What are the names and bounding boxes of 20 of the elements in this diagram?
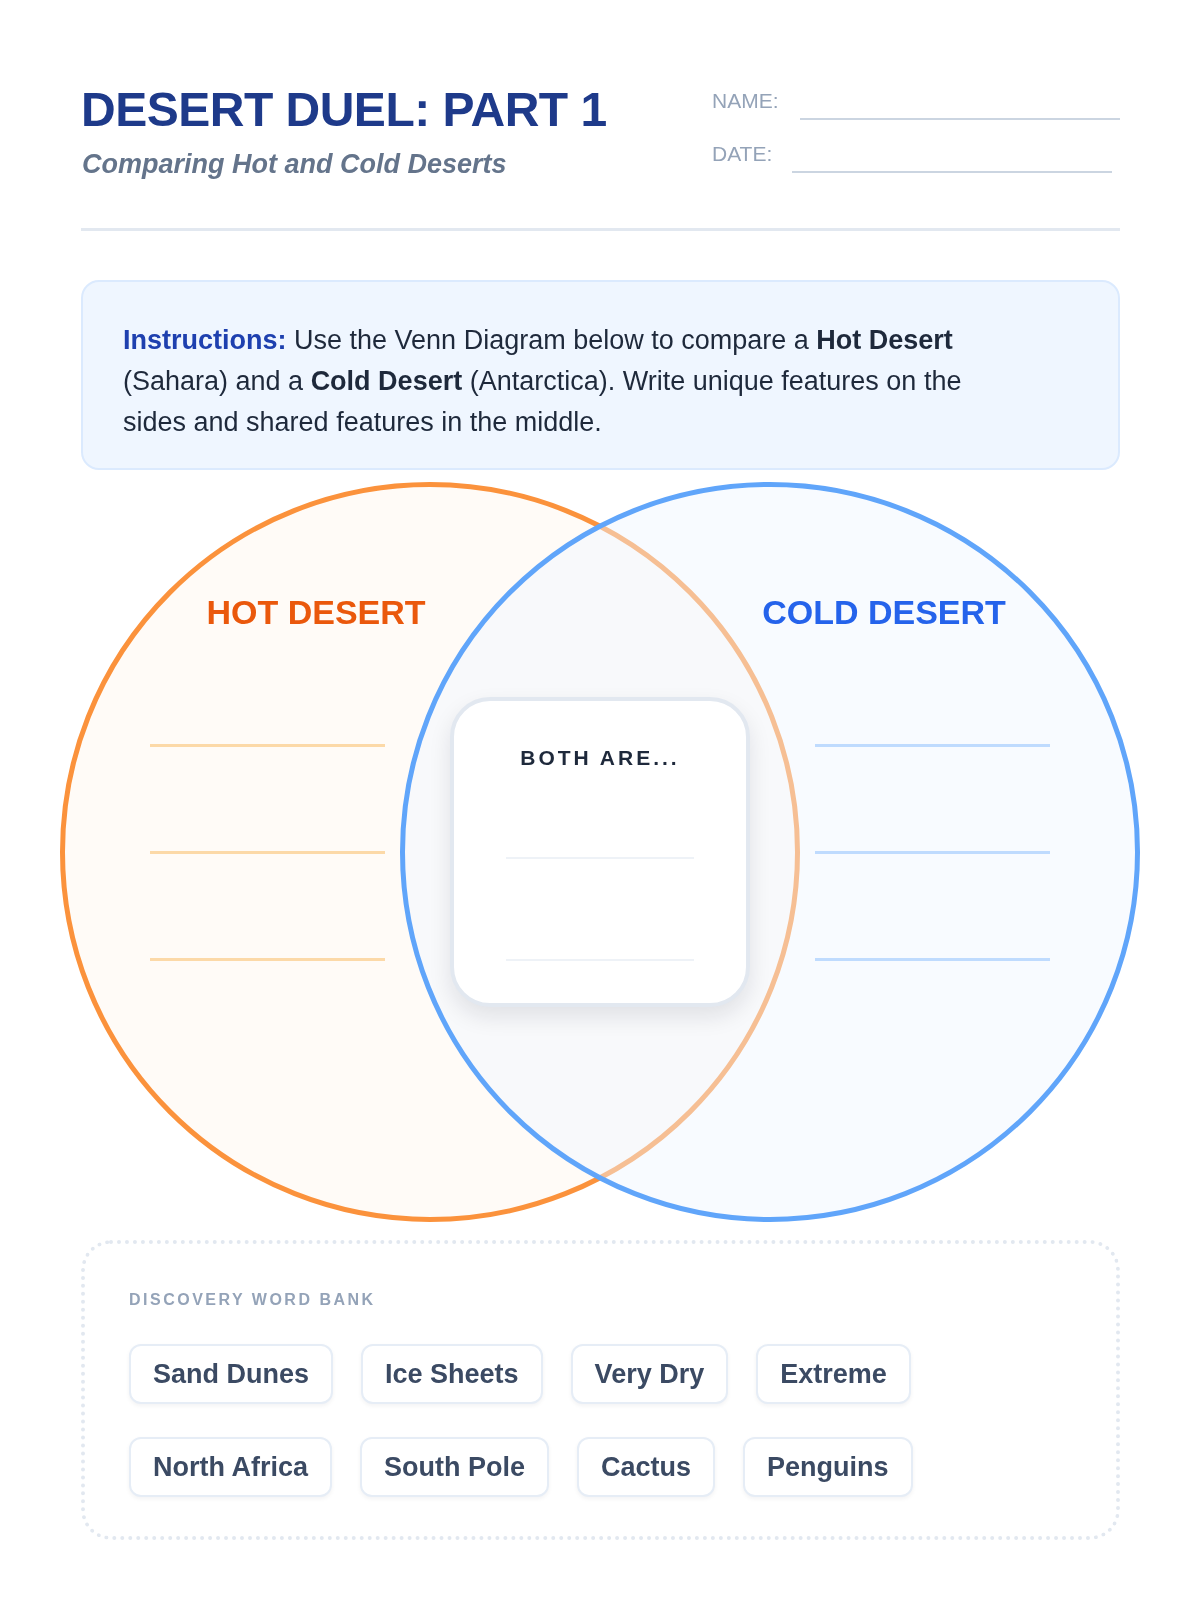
- section-heading: BOTH ARE...: [520, 745, 680, 771]
- instructions-panel: [81, 280, 1120, 470]
- word-tag: Very Dry: [570, 1344, 729, 1404]
- field-label: NAME:: [712, 88, 779, 114]
- field-label: DATE:: [712, 141, 773, 167]
- word-tag: Extreme: [756, 1344, 911, 1404]
- instructions-text: Instructions: Use the Venn Diagram below to compare a Hot Desert (Sahara) and a Cold Desert (Antarctica). Write unique features on the sides and shared features in the middle.: [123, 324, 963, 439]
- word-tag: Cactus: [577, 1437, 716, 1497]
- word-tag: South Pole: [360, 1437, 549, 1497]
- word-tag: Ice Sheets: [361, 1344, 543, 1404]
- word-tag: North Africa: [129, 1437, 332, 1497]
- overlap-card: [450, 697, 750, 1007]
- word-bank-panel: [81, 1240, 1120, 1540]
- subtitle: Comparing Hot and Cold Deserts: [82, 148, 507, 181]
- venn-label: HOT DESERT: [206, 594, 426, 632]
- venn-label: COLD DESERT: [762, 594, 1006, 632]
- section-heading: DISCOVERY WORD BANK: [129, 1290, 376, 1310]
- word-tag: Penguins: [743, 1437, 913, 1497]
- page-title: DESERT DUEL: PART 1: [81, 84, 607, 137]
- word-tag: Sand Dunes: [129, 1344, 334, 1404]
